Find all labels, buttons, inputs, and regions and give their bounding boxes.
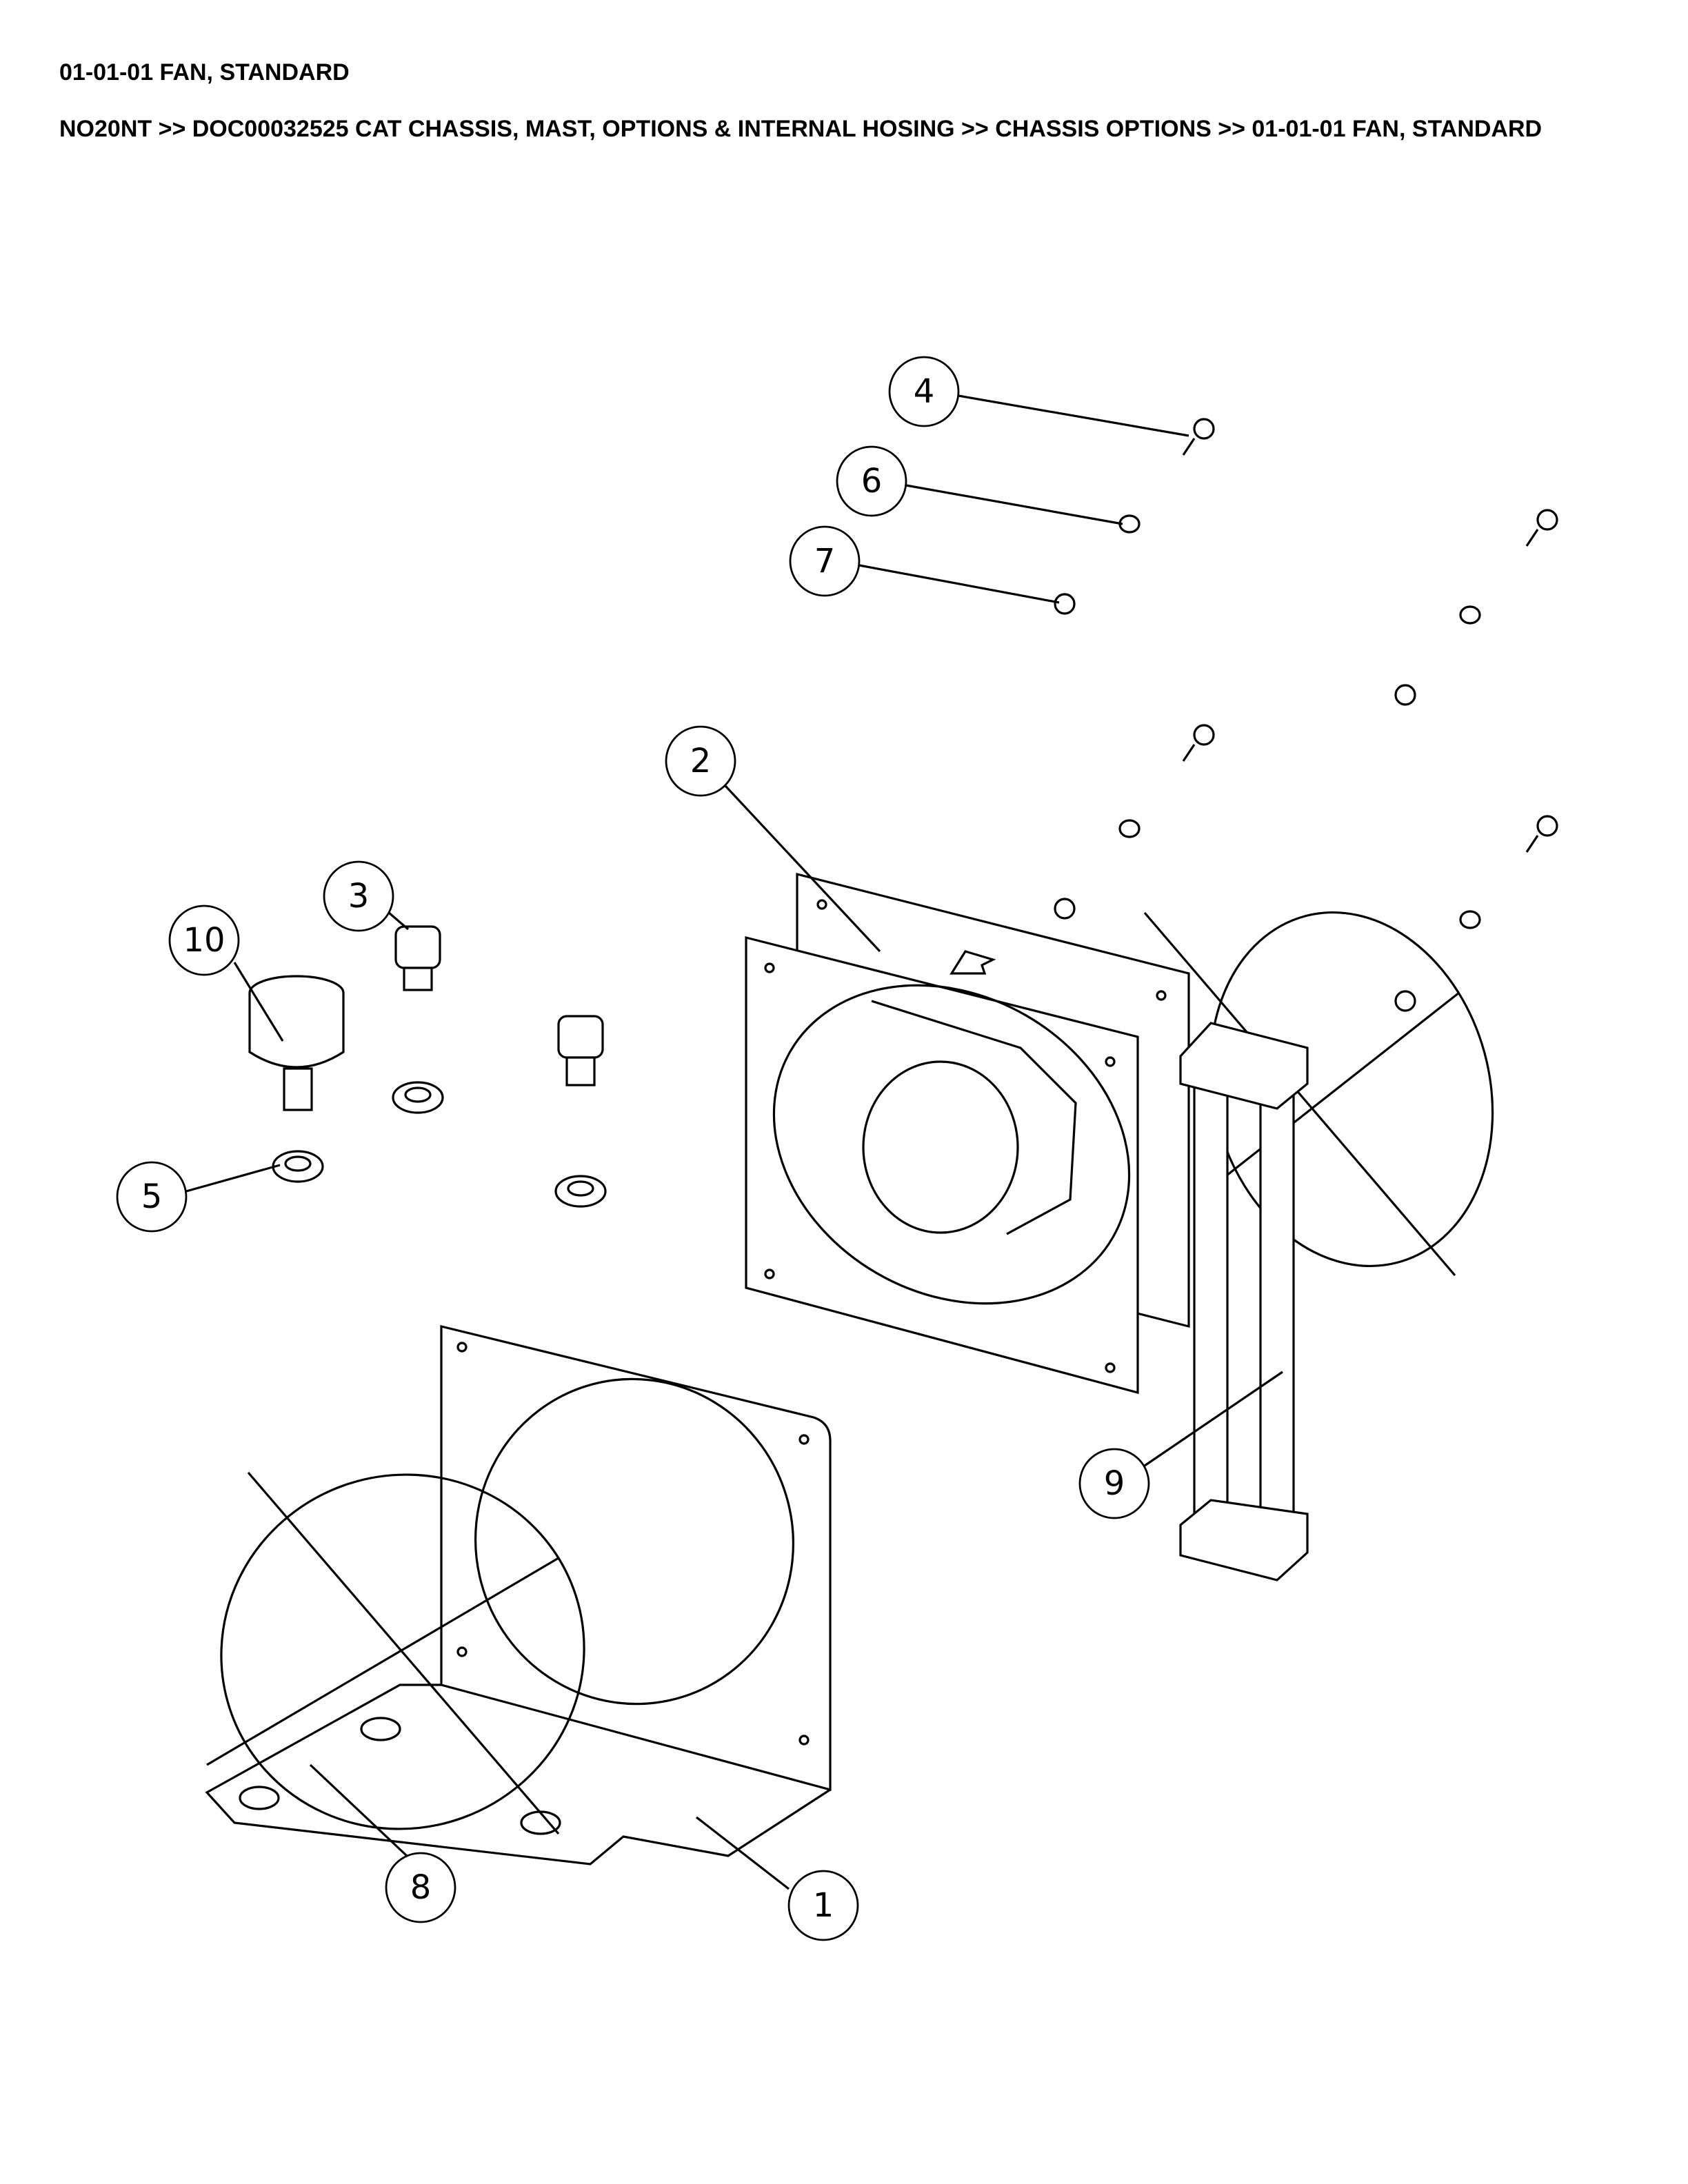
part-fan xyxy=(745,872,1190,1395)
svg-text:4: 4 xyxy=(914,372,935,411)
svg-text:9: 9 xyxy=(1104,1464,1125,1503)
part-fan-guard-front xyxy=(206,1471,585,1835)
svg-text:10: 10 xyxy=(183,921,225,960)
svg-text:3: 3 xyxy=(348,877,370,916)
svg-text:2: 2 xyxy=(690,742,712,780)
svg-text:5: 5 xyxy=(141,1177,163,1216)
callout-6: 6 xyxy=(836,445,1123,525)
callout-3: 3 xyxy=(323,860,410,932)
callout-5: 5 xyxy=(116,1161,281,1233)
callout-4: 4 xyxy=(888,356,1189,437)
callout-7: 7 xyxy=(789,525,1060,604)
callout-1: 1 xyxy=(696,1816,859,1941)
svg-text:1: 1 xyxy=(813,1886,834,1925)
part-hardware xyxy=(248,418,1558,1208)
callout-2: 2 xyxy=(665,725,881,953)
callout-8: 8 xyxy=(309,1763,456,1923)
page-title: 01-01-01 FAN, STANDARD xyxy=(59,59,350,85)
svg-text:6: 6 xyxy=(861,462,883,501)
callout-9: 9 xyxy=(1078,1371,1283,1519)
part-bracket xyxy=(205,1324,832,1866)
svg-text:8: 8 xyxy=(410,1868,432,1907)
part-standoffs xyxy=(1143,911,1494,1581)
breadcrumb[interactable]: NO20NT >> DOC00032525 CAT CHASSIS, MAST,… xyxy=(59,116,1543,142)
callout-10: 10 xyxy=(168,904,284,1042)
svg-text:7: 7 xyxy=(814,542,836,580)
